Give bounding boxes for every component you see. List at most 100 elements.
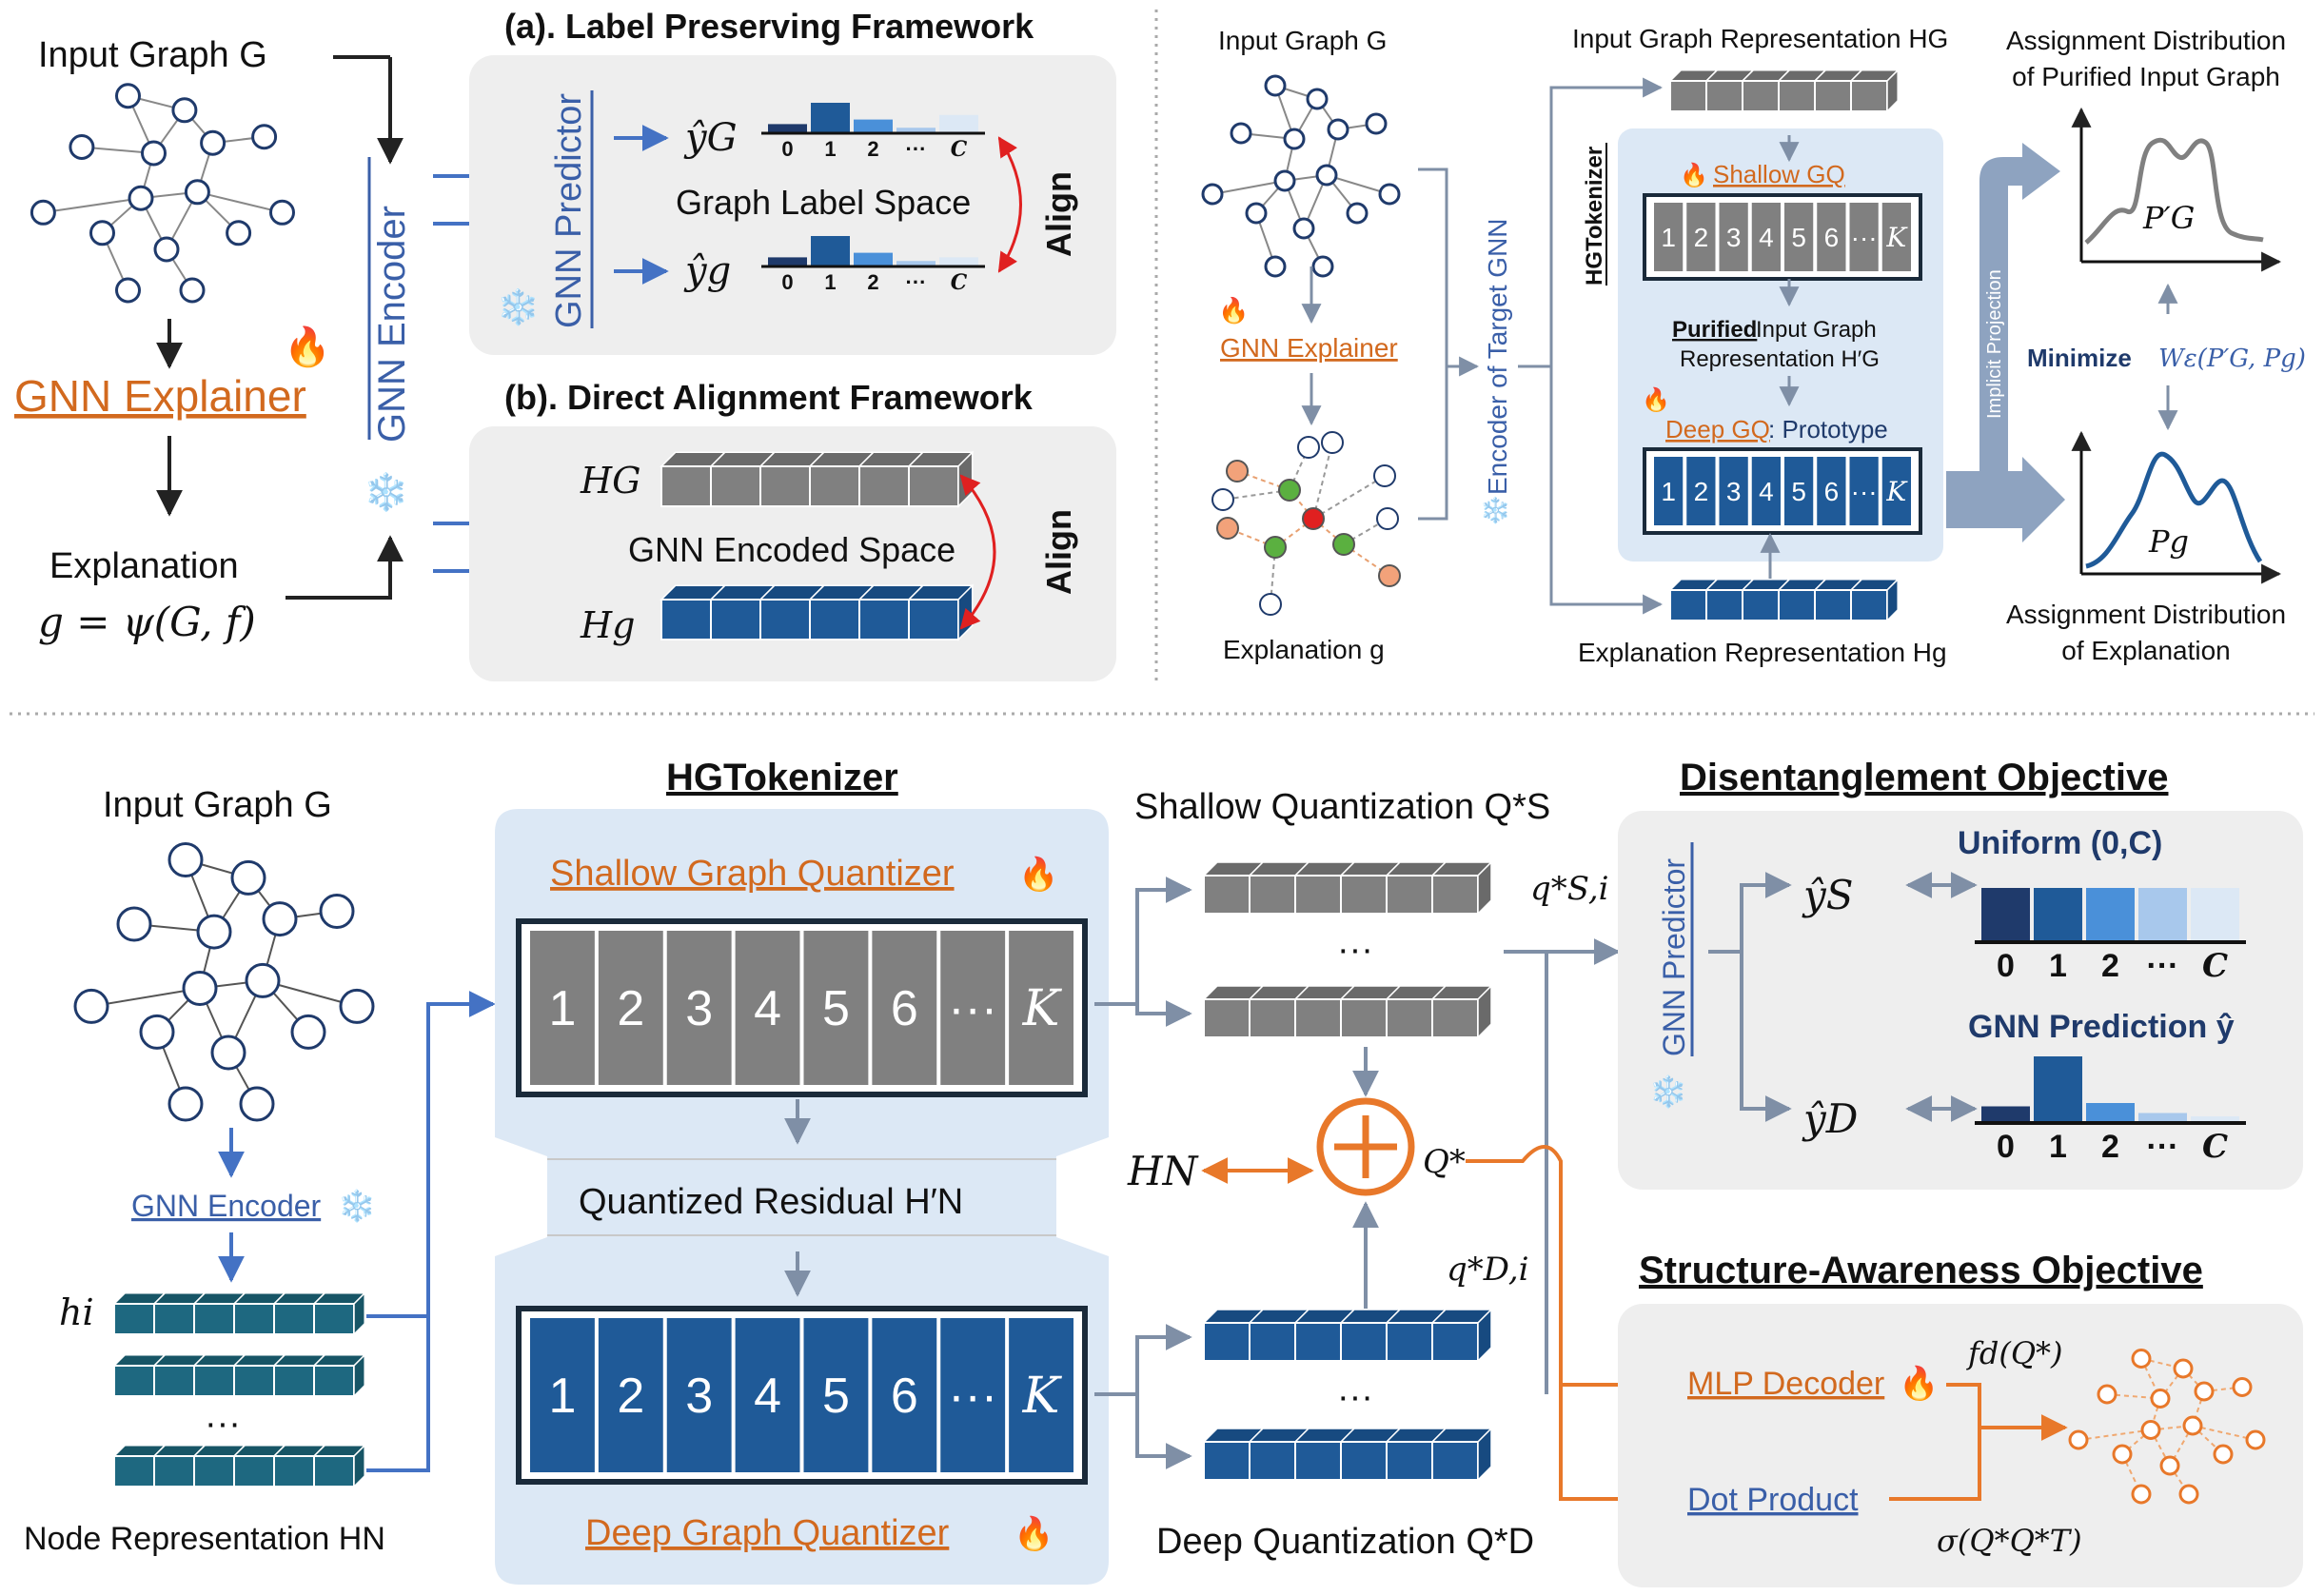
b-shallow-quantizer: Shallow Graph Quantizer — [550, 854, 955, 894]
b-arrow-dq1 — [1094, 1324, 1192, 1396]
tr-gnn-explainer: GNN Explainer — [1220, 333, 1398, 363]
codebook-label: 2 — [1694, 223, 1709, 252]
hg-feature-cell — [710, 465, 761, 507]
b-gnn-predictor: GNN Predictor — [1657, 858, 1691, 1056]
b-input-graph-label: Input Graph G — [103, 785, 332, 825]
tr-assign-expl-1: Assignment Distribution — [2006, 600, 2286, 629]
codebook-cell — [1654, 203, 1684, 271]
class-bar — [854, 119, 893, 133]
codebook-label: ··· — [1851, 223, 1878, 252]
graph-edge — [197, 190, 283, 214]
tr-hg-feature-cell — [1850, 80, 1888, 112]
codebook-cell — [1751, 203, 1781, 271]
tr-feature-bar-HG — [1668, 68, 1901, 113]
node-feature-cell — [233, 1303, 275, 1335]
tr-deep-gq: Deep GQ — [1665, 415, 1770, 443]
graph-node — [167, 842, 204, 877]
codebook-label: 5 — [1791, 477, 1806, 506]
graph-node — [139, 1014, 175, 1050]
graph-edge — [1312, 442, 1333, 520]
tl-gnn-predictor: GNN Predictor — [549, 93, 589, 328]
codebook-cell — [1751, 457, 1781, 525]
graph-edge — [2203, 1386, 2243, 1392]
node-feature-cell — [193, 1455, 235, 1488]
graph-node — [1283, 128, 1306, 150]
graph-edge — [1312, 518, 1345, 545]
tl-feature-bar-Hg — [660, 583, 975, 641]
codebook-cell — [666, 931, 732, 1085]
graph-node — [1315, 164, 1338, 187]
codebook-label: 6 — [891, 1369, 918, 1424]
class-bar — [896, 128, 936, 133]
class-bar — [2138, 1113, 2187, 1123]
dq-feature-cell — [1386, 1322, 1433, 1362]
b-disentangle-panel — [1618, 811, 2303, 1190]
sq-feature-cell — [1340, 875, 1388, 915]
graph-node — [128, 185, 154, 211]
graph-node — [1245, 202, 1268, 225]
graph-node — [2068, 1429, 2089, 1450]
b-arrow-sq2 — [1135, 1000, 1192, 1027]
graph-node — [2140, 1420, 2161, 1440]
dq-feature-cell — [1294, 1322, 1342, 1362]
class-bar-tick: 0 — [781, 270, 793, 294]
codebook-label: 5 — [822, 1369, 850, 1424]
graph-node — [1378, 564, 1401, 587]
snowflake-icon: ❄️ — [338, 1189, 376, 1223]
node-feature-side — [353, 1443, 365, 1488]
tr-dist-purified — [2071, 107, 2282, 272]
hgsmall-feature-cell — [809, 599, 860, 640]
graph-node — [1216, 517, 1239, 540]
b-deep-quantizer: Deep Graph Quantizer — [585, 1513, 950, 1553]
tr-implicit-projection: Implicit Projection — [1984, 269, 2005, 419]
tr-assign-purified-1: Assignment Distribution — [2006, 26, 2286, 55]
graph-node — [1230, 122, 1252, 145]
graph-node — [2213, 1444, 2234, 1465]
b-arrow-yS — [1708, 872, 1792, 954]
tr-input-graph-label: Input Graph G — [1218, 26, 1387, 55]
tl-input-graph — [30, 83, 295, 304]
graph-node — [69, 134, 95, 160]
graph-node — [89, 220, 115, 246]
tr-hgtokenizer-label: HGTokenizer — [1582, 147, 1607, 286]
hg-feature-cell — [809, 465, 860, 507]
sq-feature-side — [1477, 860, 1492, 916]
node-feature-cell — [193, 1365, 235, 1397]
tr-feature-bar-Hg — [1668, 577, 1901, 622]
codebook-cell — [940, 1318, 1006, 1472]
codebook-label: 6 — [1824, 477, 1840, 506]
codebook-cell — [1009, 1318, 1073, 1472]
tr-hg-feature-cell — [1778, 80, 1816, 112]
tr-encoder-target: Encoder of Target GNN — [1483, 218, 1512, 495]
graph-node — [1321, 431, 1344, 454]
tl-gnn-encoder: GNN Encoder — [371, 206, 413, 443]
codebook-cell — [1719, 457, 1748, 525]
class-bar-tick: 0 — [1997, 1129, 2015, 1165]
bottom-section: Input Graph G GNN Encoder ❄️ hi ··· Node… — [24, 757, 2303, 1587]
b-sq-dots: ··· — [1337, 930, 1373, 970]
class-bar-tick: ··· — [2147, 1129, 2179, 1165]
b-shallow-quant: Shallow Quantization Q*S — [1134, 787, 1550, 827]
codebook-label: 3 — [1726, 477, 1742, 506]
panel-b-title: (b). Direct Alignment Framework — [504, 378, 1034, 417]
dq-feature-cell — [1294, 1441, 1342, 1481]
codebook-label: K — [1885, 222, 1908, 253]
class-bar-tick: 2 — [867, 270, 878, 294]
graph-node — [171, 97, 198, 124]
graph-node — [1211, 488, 1234, 511]
sq-feature-cell — [1386, 875, 1433, 915]
dq-feature-cell — [1203, 1322, 1251, 1362]
graph-node — [1259, 593, 1282, 616]
tl-feature-bar-HG — [660, 450, 975, 508]
codebook-cell — [803, 1318, 869, 1472]
codebook-label: 2 — [617, 981, 644, 1036]
tl-arrow-up — [286, 535, 404, 600]
tl-input-graph-label: Input Graph G — [38, 35, 267, 75]
tr-P-g: Pg — [2148, 523, 2189, 560]
graph-node — [167, 1086, 204, 1122]
hgsmall-feature-cell — [858, 599, 910, 640]
node-feature-cell — [273, 1455, 315, 1488]
graph-node — [115, 277, 141, 304]
